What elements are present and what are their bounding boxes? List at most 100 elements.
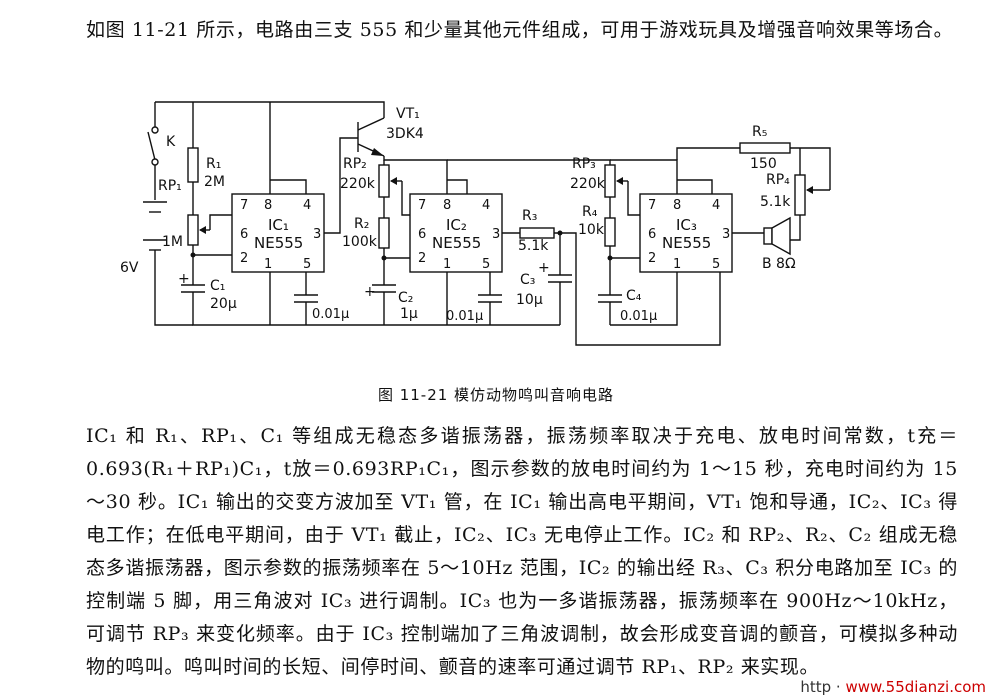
top-rail-wire (155, 101, 385, 118)
circuit-diagram: K RP₁ 6V R₁ 2M 1M + C₁ 20μ 7 8 4 6 2 1 5… (120, 101, 831, 346)
rp3-wiper-arrow (616, 177, 623, 185)
label-c4: C₄ (626, 288, 642, 304)
ic2-pin6-label: 6 (418, 227, 426, 242)
speaker-b (763, 227, 773, 245)
label-r3-value: 5.1k (518, 238, 549, 254)
ic3-pin8-label: 8 (673, 198, 681, 213)
rail-to-ic3 (610, 159, 678, 194)
label-rp1-value: 1M (162, 234, 183, 250)
label-r1-value: 2M (204, 174, 225, 190)
pot-rp2 (378, 164, 390, 198)
ic2-pin4-label: 4 (482, 198, 490, 213)
ic2-label: IC₂ (446, 216, 467, 234)
resistor-r5 (739, 142, 791, 154)
ic1-pin7-label: 7 (240, 198, 248, 213)
rp1-wiper-arrow (199, 226, 206, 234)
ic2-pin1-label: 1 (443, 257, 451, 272)
label-battery: 6V (120, 260, 139, 276)
rp1-pin7-wire (209, 214, 232, 230)
label-k: K (166, 134, 176, 150)
ic3-label: IC₃ (676, 216, 697, 234)
label-r4-value: 10k (578, 222, 605, 238)
label-c2: C₂ (398, 290, 413, 306)
label-rp3: RP₃ (572, 156, 596, 172)
ic2-type: NE555 (432, 234, 481, 252)
label-r1: R₁ (206, 156, 221, 172)
resistor-r4 (604, 217, 616, 247)
resistor-r3 (519, 227, 555, 239)
label-cap3: 0.01μ (620, 309, 657, 324)
label-r4: R₄ (582, 204, 598, 220)
label-speaker: B 8Ω (762, 256, 796, 272)
ic2-pin8-label: 8 (443, 198, 451, 213)
ic1-pin2-label: 2 (240, 251, 248, 266)
label-cap2: 0.01μ (446, 309, 483, 324)
ic1-pin8-label: 8 (264, 198, 272, 213)
ic1-type: NE555 (254, 234, 303, 252)
label-r5: R₅ (752, 124, 767, 140)
ground-wire (154, 250, 193, 326)
junction (557, 230, 563, 236)
label-c3-value: 10μ (516, 292, 543, 308)
ic3-pin1-wire (610, 272, 678, 326)
ic1-pin6-label: 6 (240, 227, 248, 242)
ic2-chip (409, 193, 503, 273)
ic3-chip (639, 193, 733, 273)
rp4-wiper-arrow (806, 186, 813, 194)
ic3-pin3-label: 3 (722, 227, 730, 242)
junction (190, 252, 196, 258)
label-rp1: RP₁ (158, 178, 182, 194)
ground-bus (192, 292, 500, 326)
watermark-icon: · (835, 678, 841, 696)
watermark-site[interactable]: www.55dianzi.com (845, 678, 986, 696)
label-rp4: RP₄ (766, 172, 790, 188)
label-c3: C₃ (520, 272, 535, 288)
intro-paragraph: 如图 11-21 所示，电路由三支 555 和少量其他元件组成，可用于游戏玩具及… (86, 19, 954, 41)
pot-rp1 (187, 214, 199, 246)
ic2-pin4-wire (447, 179, 468, 194)
figure-caption: 图 11-21 模仿动物鸣叫音响电路 (377, 386, 615, 404)
rp2-wiper-arrow (390, 177, 397, 185)
watermark: http · www.55dianzi.com (800, 678, 986, 696)
ic2-pin5-label: 5 (482, 257, 490, 272)
r3-to-ic3-pin5 (554, 232, 721, 346)
junction (381, 255, 387, 261)
label-c1: C₁ (210, 278, 225, 294)
ic3-pin1-label: 1 (673, 257, 681, 272)
ic3-pin7-label: 7 (648, 198, 656, 213)
label-rp3-value: 220k (570, 176, 606, 192)
pot-rp3 (604, 164, 616, 198)
r5-supply-wire (676, 147, 740, 160)
label-vt1: VT₁ (396, 106, 420, 122)
ic3-pin6-label: 6 (648, 227, 656, 242)
vt1-emitter-rail (383, 156, 448, 194)
ic3-pin2-label: 2 (648, 251, 656, 266)
label-vt1-value: 3DK4 (386, 126, 424, 142)
ic1-label: IC₁ (268, 216, 289, 234)
vt1-arrow (371, 148, 384, 156)
ic3-pin5-label: 5 (712, 257, 720, 272)
vt1-collector (357, 117, 385, 131)
junction (607, 255, 613, 261)
label-cap1: 0.01μ (312, 307, 349, 322)
resistor-r2 (378, 217, 390, 249)
label-r2: R₂ (354, 216, 369, 232)
switch-contact (151, 126, 159, 134)
rp4-speaker-wire (788, 215, 801, 241)
label-c1-value: 20μ (210, 296, 237, 312)
watermark-prefix: http (800, 678, 832, 696)
c3-plus: + (538, 260, 550, 276)
ic1-pin4-label: 4 (303, 198, 311, 213)
label-rp4-value: 5.1k (760, 194, 791, 210)
ic1-out-wire (324, 137, 358, 234)
resistor-r1 (187, 147, 199, 183)
label-rp2: RP₂ (343, 156, 367, 172)
label-r5-value: 150 (750, 156, 777, 172)
ic1-pin4-wire (270, 179, 307, 194)
ic2-pin7-label: 7 (418, 198, 426, 213)
speaker-cone (771, 216, 791, 256)
c1-plus: + (178, 271, 190, 287)
ic1-pin5-label: 5 (303, 257, 311, 272)
ic3-pin4-wire (677, 179, 713, 194)
label-c2-value: 1μ (400, 306, 418, 322)
